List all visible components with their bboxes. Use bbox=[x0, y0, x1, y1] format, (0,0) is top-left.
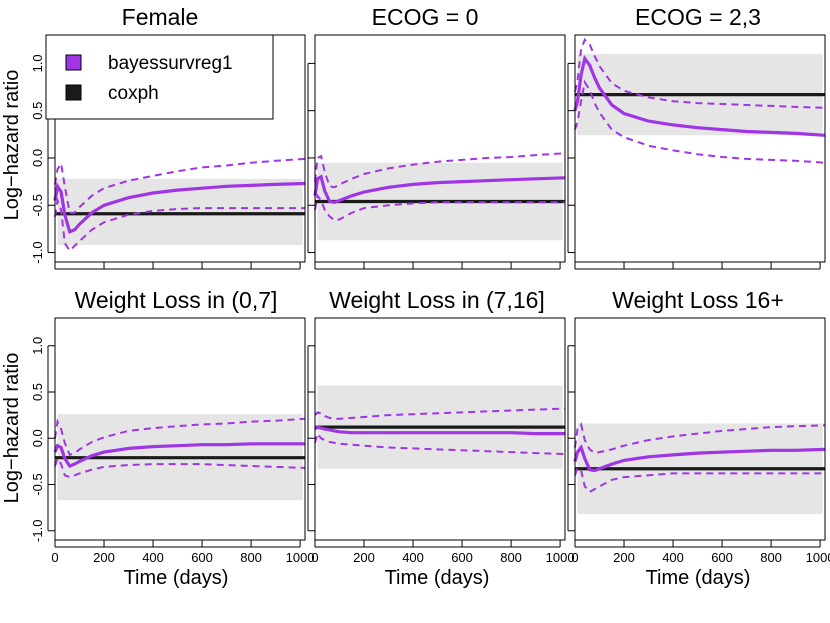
bayessurvreg1-upper-bound bbox=[574, 422, 826, 455]
y-axis-label: Log−hazard ratio bbox=[1, 70, 23, 221]
panel-title: Weight Loss in (0,7] bbox=[75, 287, 278, 313]
plot-frame bbox=[574, 317, 826, 541]
x-axis-label: Time (days) bbox=[385, 567, 490, 589]
y-axis-label: Log−hazard ratio bbox=[1, 353, 23, 504]
y-tick-label: -1.0 bbox=[30, 241, 45, 263]
panel-weight-loss-7-16: Weight Loss in (7,16] Time (days) 0 200 40… bbox=[307, 287, 575, 589]
panel-weight-loss-16-plus: Weight Loss 16+ Time (days) 0 200 400 600 80… bbox=[567, 287, 830, 589]
bayessurvreg1-mean-line bbox=[573, 54, 826, 137]
bayessurvreg1-upper-bound bbox=[314, 407, 566, 420]
x-axis-label: Time (days) bbox=[124, 567, 229, 589]
x-tick-label: 600 bbox=[711, 550, 733, 565]
x-tick-label: 0 bbox=[311, 550, 318, 565]
x-tick-label: 0 bbox=[571, 550, 578, 565]
panel-ecog-2-3: ECOG = 2,3 bbox=[567, 4, 826, 270]
y-tick-label: 0.0 bbox=[30, 149, 45, 167]
bayessurvreg1-upper-bound bbox=[314, 152, 566, 189]
bayessurvreg1-mean-line bbox=[53, 181, 306, 234]
panel-title: Female bbox=[122, 4, 199, 30]
bayessurvreg1-mean-line bbox=[313, 174, 566, 205]
plot-frame bbox=[314, 34, 566, 263]
x-axis-label: Time (days) bbox=[646, 567, 751, 589]
bayessurvreg1-lower-bound bbox=[54, 456, 306, 479]
y-tick-label: -0.5 bbox=[30, 194, 45, 216]
legend-box bbox=[45, 34, 274, 120]
bayessurvreg1-mean-line bbox=[573, 444, 826, 473]
panel-title: Weight Loss 16+ bbox=[612, 287, 784, 313]
plot-frame bbox=[314, 317, 566, 541]
legend-swatch-coxph bbox=[65, 84, 82, 101]
y-tick-label: -0.5 bbox=[30, 473, 45, 495]
legend: bayessurvreg1 coxph bbox=[45, 34, 274, 120]
plot-frame bbox=[54, 317, 306, 541]
bayessurvreg1-lower-bound bbox=[314, 193, 565, 222]
x-tick-label: 400 bbox=[402, 550, 424, 565]
x-tick-label: 800 bbox=[500, 550, 522, 565]
x-tick-label: 1000 bbox=[546, 550, 575, 565]
x-tick-label: 600 bbox=[451, 550, 473, 565]
x-tick-label: 800 bbox=[240, 550, 262, 565]
panel-title: ECOG = 0 bbox=[372, 4, 479, 30]
bayessurvreg1-lower-bound bbox=[574, 79, 826, 164]
bayessurvreg1-upper-bound bbox=[574, 37, 826, 109]
legend-label-coxph: coxph bbox=[108, 83, 159, 104]
x-tick-label: 200 bbox=[613, 550, 635, 565]
y-tick-label: 0.5 bbox=[30, 383, 45, 401]
y-tick-label: 1.0 bbox=[30, 337, 45, 355]
x-tick-label: 1000 bbox=[286, 550, 315, 565]
x-tick-label: 400 bbox=[142, 550, 164, 565]
bayessurvreg1-mean-line bbox=[314, 425, 565, 436]
x-tick-label: 400 bbox=[662, 550, 684, 565]
bayessurvreg1-mean-line bbox=[53, 442, 305, 468]
x-tick-label: 1000 bbox=[806, 550, 830, 565]
legend-swatch-bayessurvreg1 bbox=[65, 54, 82, 71]
panel-ecog-0: ECOG = 0 bbox=[307, 4, 566, 270]
x-tick-label: 200 bbox=[93, 550, 115, 565]
plot-frame bbox=[574, 34, 826, 263]
y-tick-label: 1.0 bbox=[30, 54, 45, 72]
panel-female: Female Log−hazard ratio -1.0 -0.5 0.0 0.5 1.… bbox=[1, 4, 306, 270]
legend-label-bayessurvreg1: bayessurvreg1 bbox=[108, 53, 233, 74]
x-tick-label: 600 bbox=[191, 550, 213, 565]
x-tick-label: 200 bbox=[353, 550, 375, 565]
bayessurvreg1-lower-bound bbox=[574, 466, 825, 494]
y-tick-label: 0.5 bbox=[30, 102, 45, 120]
bayessurvreg1-lower-bound bbox=[54, 196, 305, 253]
panel-title: ECOG = 2,3 bbox=[635, 4, 761, 30]
x-tick-label: 0 bbox=[51, 550, 58, 565]
y-tick-label: -1.0 bbox=[30, 520, 45, 542]
x-tick-label: 800 bbox=[760, 550, 782, 565]
panel-title: Weight Loss in (7,16] bbox=[329, 287, 545, 313]
bayessurvreg1-upper-bound bbox=[54, 157, 306, 214]
y-tick-label: 0.0 bbox=[30, 429, 45, 447]
bayessurvreg1-lower-bound bbox=[314, 431, 566, 455]
panel-weight-loss-0-7: Weight Loss in (0,7] Log−hazard ratio Ti… bbox=[1, 287, 315, 589]
